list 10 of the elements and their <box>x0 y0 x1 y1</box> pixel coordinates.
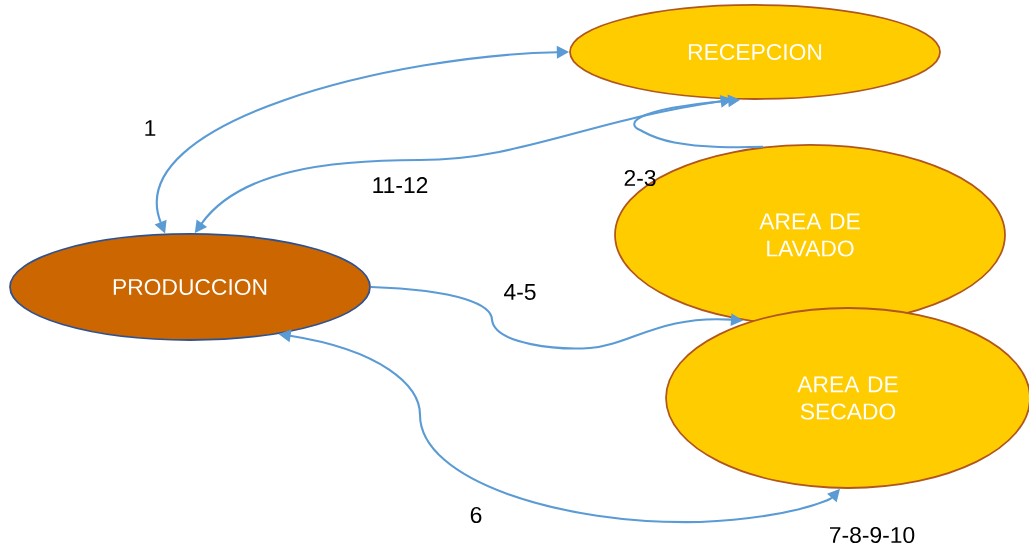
ellipse-node: AREA DE SECADO <box>665 307 1029 489</box>
edge-label: 2-3 <box>624 169 656 187</box>
edge-label: 4-5 <box>504 284 536 300</box>
edge-label: 6 <box>470 506 482 524</box>
ellipse-node: PRODUCCION <box>9 233 371 341</box>
edge-label: 11-12 <box>373 177 428 193</box>
arrow <box>633 94 764 149</box>
label: 7-8-9-10 <box>830 526 915 544</box>
ellipse-node: RECEPCION <box>569 4 941 100</box>
edge-label: 1 <box>145 120 156 136</box>
